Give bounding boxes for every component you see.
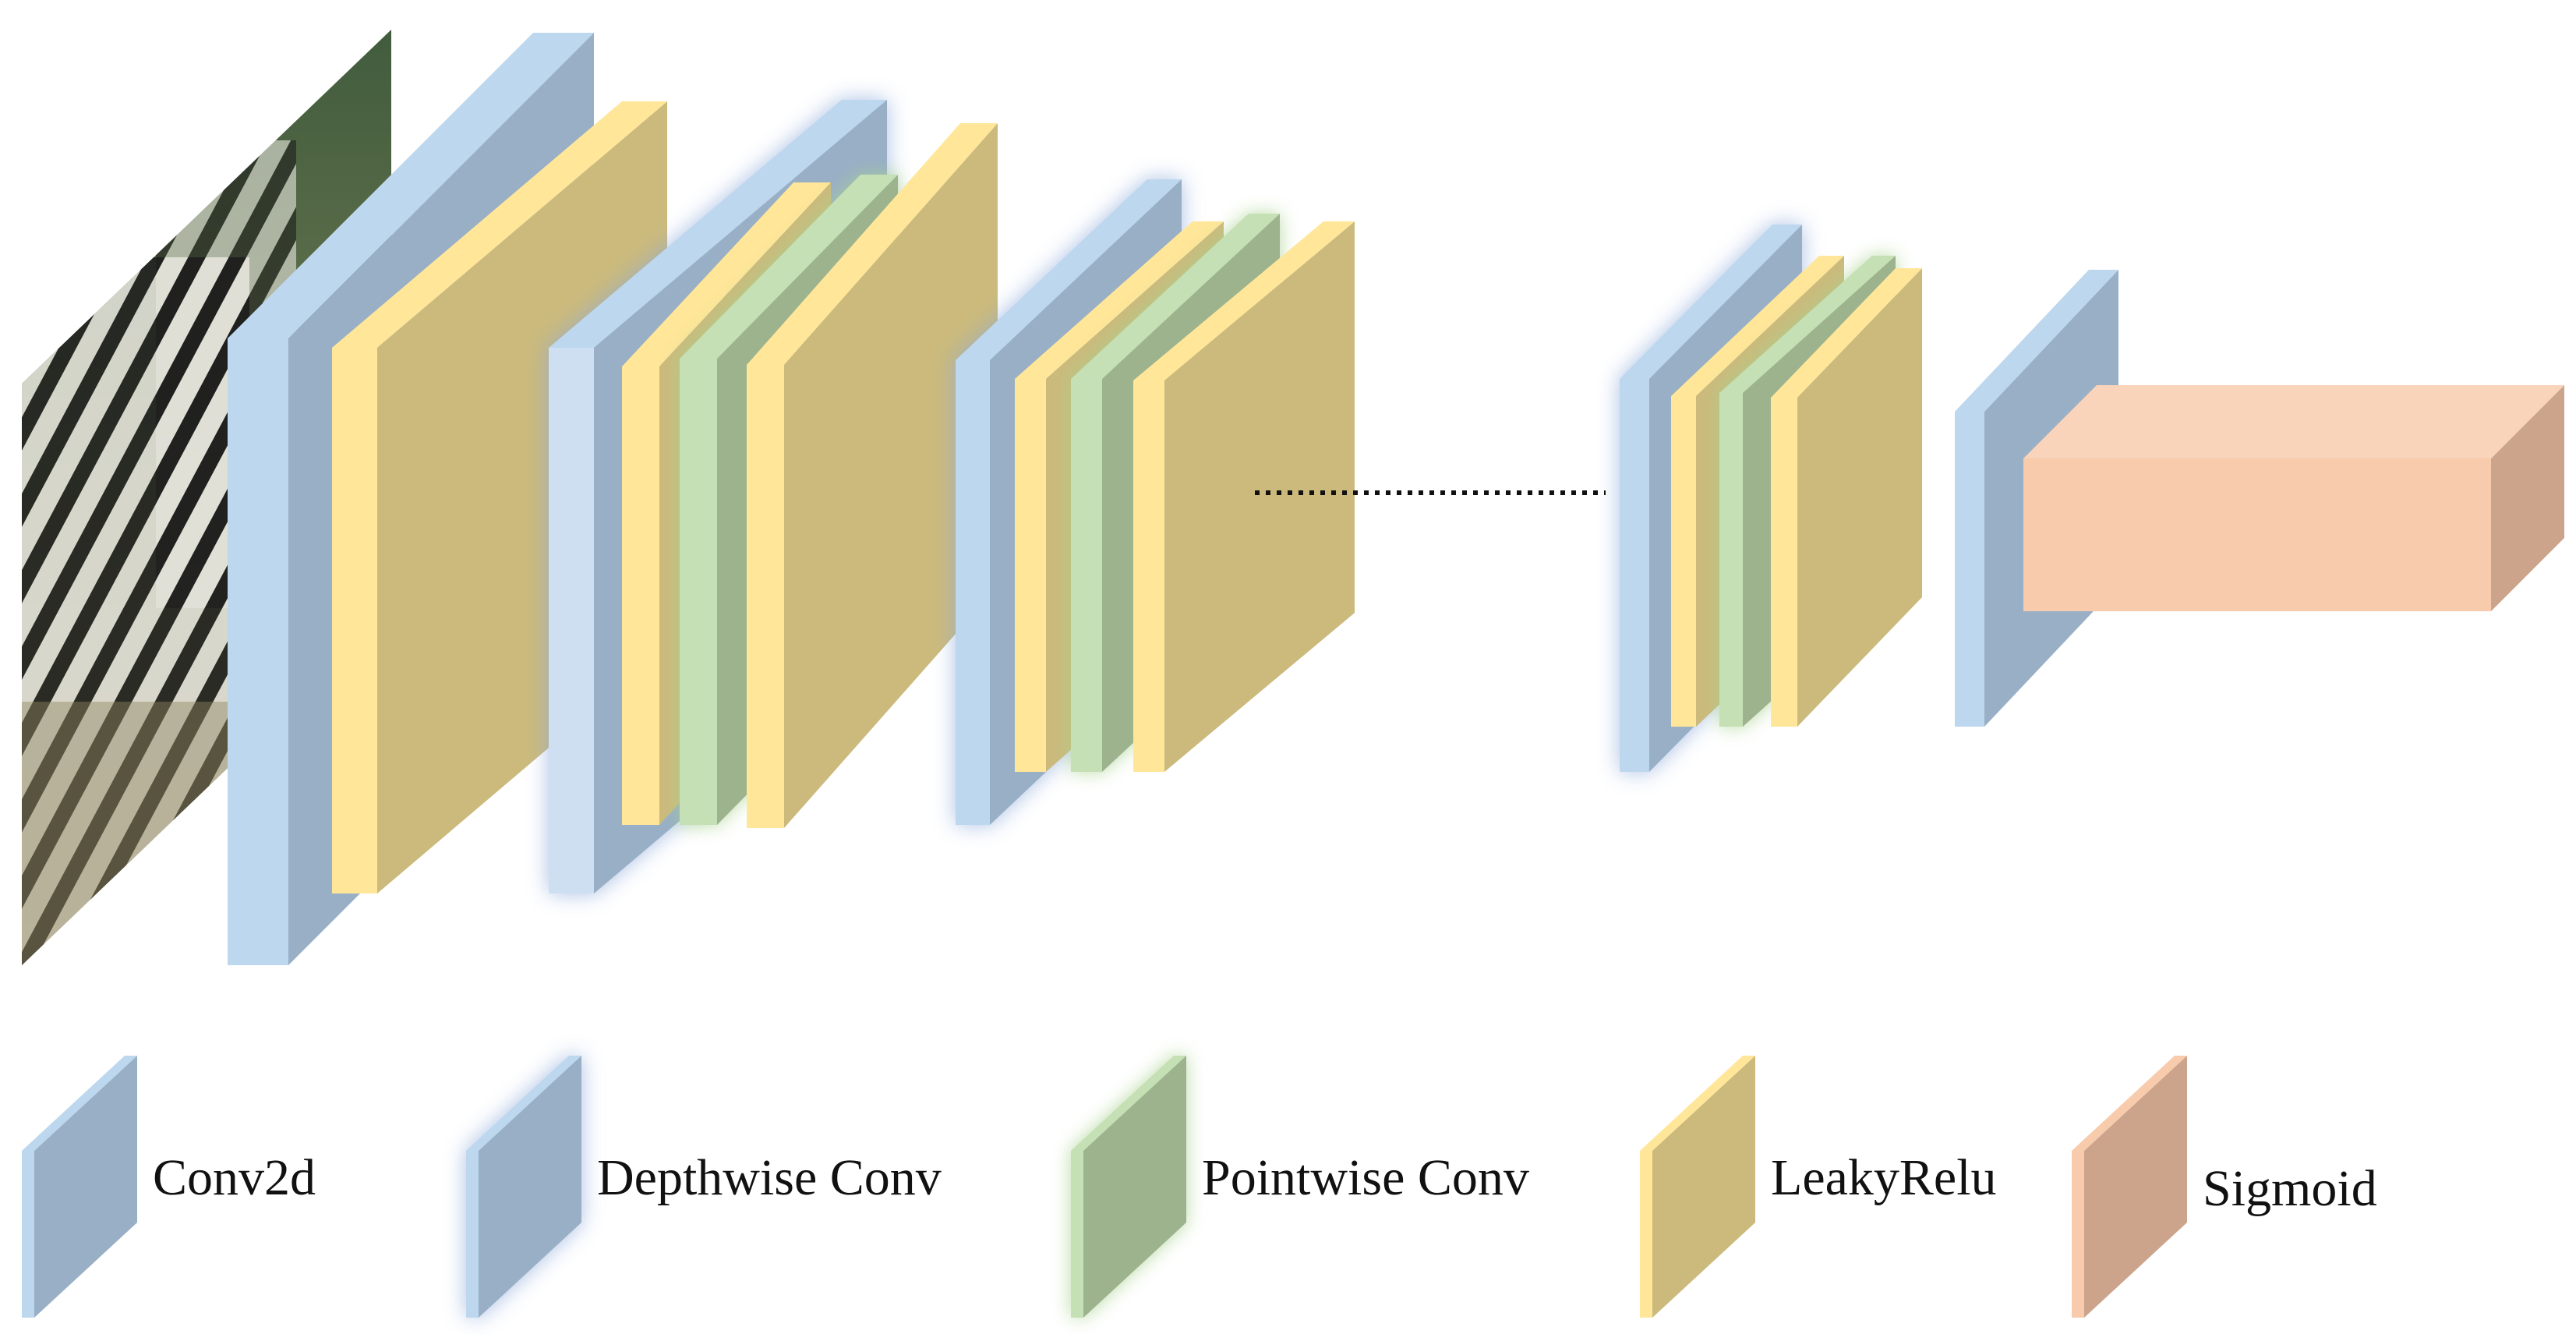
leakyrelu-layer-5 xyxy=(1133,221,1355,772)
legend-item-depthwise: Depthwise Conv xyxy=(466,1056,942,1318)
sigmoid-block-icon xyxy=(2072,1056,2187,1318)
conv2d-layer-icon xyxy=(22,1056,137,1318)
legend-item-sigmoid: Sigmoid xyxy=(2072,1056,2377,1318)
legend-item-conv2d: Conv2d xyxy=(22,1056,316,1318)
legend: Conv2d Depthwise Conv Pointwise Conv LeakyR… xyxy=(22,1056,2377,1318)
leakyrelu-layer-7 xyxy=(1771,268,1922,727)
legend-label-depthwise: Depthwise Conv xyxy=(597,1149,942,1206)
legend-label-leaky: LeakyRelu xyxy=(1771,1149,1997,1206)
legend-label-pointwise: Pointwise Conv xyxy=(1202,1149,1529,1206)
leakyrelu-layer-icon xyxy=(1640,1056,1755,1318)
legend-item-pointwise: Pointwise Conv xyxy=(1071,1056,1529,1318)
legend-label-conv2d: Conv2d xyxy=(153,1149,316,1206)
depthwise-conv-layer-icon xyxy=(466,1056,581,1318)
legend-label-sigmoid: Sigmoid xyxy=(2203,1160,2377,1217)
sigmoid-block xyxy=(2023,385,2564,611)
pointwise-conv-layer-icon xyxy=(1071,1056,1186,1318)
legend-item-leaky: LeakyRelu xyxy=(1640,1056,1997,1318)
leakyrelu-layer-3 xyxy=(747,123,998,828)
